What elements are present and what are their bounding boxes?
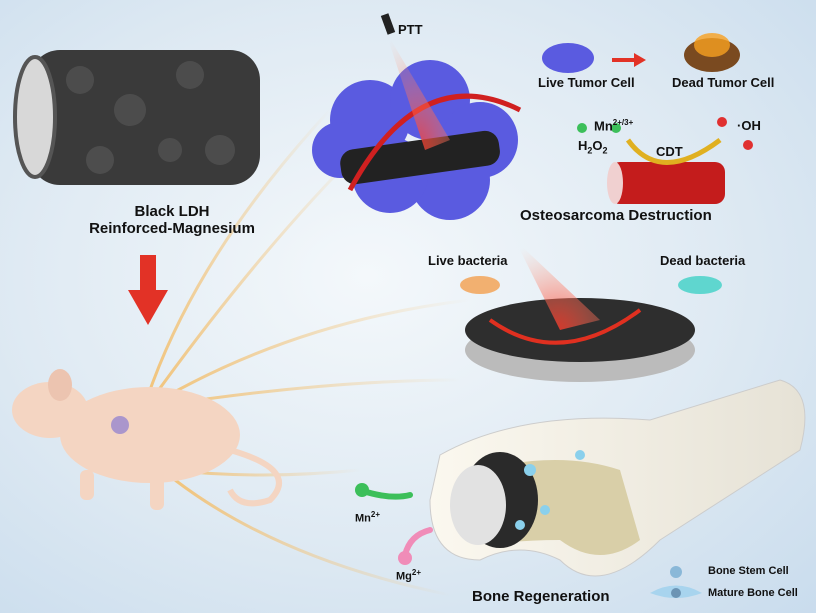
hydroxyl-label: ·OH [737, 118, 761, 133]
h2o2-label: H2O2 [578, 138, 608, 156]
mature-bone-cell-icon [650, 585, 702, 598]
mn-base: Mn [594, 118, 613, 134]
live-bacteria-icon [460, 276, 500, 294]
mn-ion-charge: 2+ [370, 510, 381, 519]
implant-label-line1: Black LDH [134, 203, 210, 220]
implant-label: Black LDH Reinforced-Magnesium [89, 203, 255, 237]
dead-tumor-cell-icon [684, 33, 740, 72]
live-tumor-cell-icon [542, 43, 594, 73]
o: O [592, 138, 603, 153]
dead-bacteria-label: Dead bacteria [660, 253, 746, 268]
down-arrow-icon [128, 255, 168, 325]
bone-regeneration-title: Bone Regeneration [472, 588, 610, 605]
sub1: 2 [587, 145, 593, 156]
mn-ion-icon [355, 483, 413, 500]
live-tumor-cell-label: Live Tumor Cell [538, 75, 635, 90]
legend-bone-stem-cell: Bone Stem Cell [708, 565, 789, 577]
bone-stem-cell-icon [670, 566, 682, 578]
ptt-label: PTT [398, 22, 423, 37]
osteosarcoma-title: Osteosarcoma Destruction [520, 207, 712, 224]
mg-ion-label: Mg2+ [396, 568, 421, 583]
implant-label-line2: Reinforced-Magnesium [89, 220, 255, 237]
red-arrow-icon [612, 53, 646, 67]
dead-bacteria-icon [678, 276, 722, 294]
cdt-scaffold [577, 117, 753, 204]
live-bacteria-label: Live bacteria [428, 253, 508, 268]
tumor-cluster [312, 13, 522, 220]
mn-label: Mn2+/3+ [594, 118, 633, 133]
sub2: 2 [602, 145, 608, 156]
ldh-implant [13, 50, 260, 185]
rat-illustration [12, 369, 282, 510]
mn-charge: 2+/3+ [612, 118, 634, 127]
h: H [578, 138, 588, 153]
mn-ion-label: Mn2+ [355, 510, 380, 525]
legend-mature-bone-cell: Mature Bone Cell [708, 587, 798, 599]
bacteria-disc [465, 240, 695, 382]
mg-ion-charge: 2+ [411, 568, 422, 577]
mg-ion-base: Mg [396, 570, 412, 583]
mg-ion-icon [398, 527, 433, 565]
dead-tumor-cell-label: Dead Tumor Cell [672, 75, 775, 90]
cdt-label: CDT [656, 144, 683, 159]
bone-illustration [429, 379, 806, 577]
mn-ion-base: Mn [355, 512, 371, 525]
